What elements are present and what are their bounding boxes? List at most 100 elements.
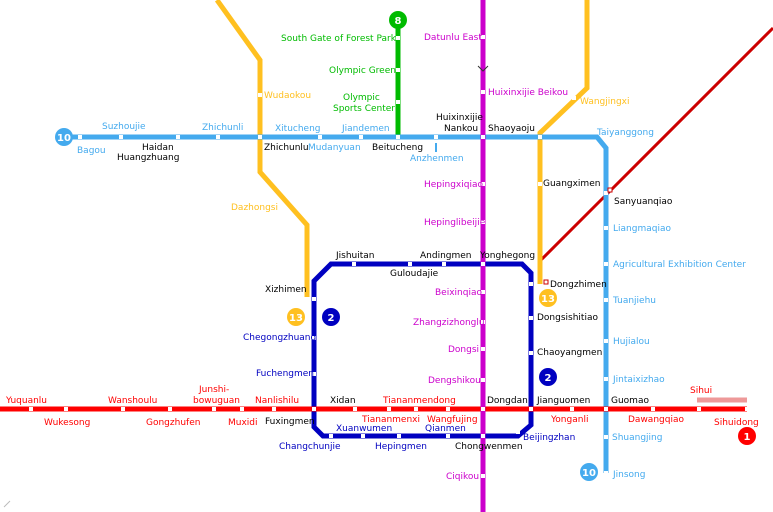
corner-grip-icon <box>3 500 11 508</box>
station-label: Hepingxiqiao <box>424 180 483 190</box>
svg-text:2: 2 <box>328 313 335 324</box>
station-label: Huangzhuang <box>117 153 179 163</box>
line-10 <box>64 134 609 473</box>
station-marker <box>387 407 391 411</box>
station-label: Hepinglibeijie <box>424 218 486 228</box>
station-marker <box>572 96 576 100</box>
station-label: Olympic Green <box>329 66 396 76</box>
svg-text:13: 13 <box>289 313 303 324</box>
station-marker <box>277 205 281 209</box>
line-8-labels: South Gate of Forest Park Olympic Green … <box>281 34 397 114</box>
svg-text:2: 2 <box>545 373 552 384</box>
line-5-labels: Datunlu East Huixinxijie Beikou Hepingxi… <box>413 33 568 482</box>
station-label: Yuquanlu <box>5 396 47 406</box>
station-marker <box>119 135 123 139</box>
station-marker <box>272 407 276 411</box>
badge-line-2-east: 2 <box>539 368 557 386</box>
station-marker <box>538 182 542 186</box>
station-marker <box>442 262 446 266</box>
station-marker <box>516 430 520 434</box>
station-label: Jianguomen <box>536 396 590 406</box>
station-marker <box>529 316 533 320</box>
badge-line-1: 1 <box>738 427 756 445</box>
station-marker <box>78 135 82 139</box>
station-label: Guomao <box>611 396 649 406</box>
station-marker <box>481 290 485 294</box>
station-marker <box>745 407 749 411</box>
station-marker <box>481 90 485 94</box>
station-marker <box>212 407 216 411</box>
station-marker <box>329 434 333 438</box>
station-marker <box>651 407 655 411</box>
station-label: Dongzhimen <box>550 280 607 290</box>
station-label: Guloudajie <box>390 269 439 279</box>
badge-line-13-west: 13 <box>287 308 305 326</box>
station-marker <box>446 407 450 411</box>
station-label: Anzhenmen <box>410 154 464 164</box>
station-label: Yonganli <box>550 415 588 425</box>
station-markers <box>29 35 749 478</box>
station-label: Mudanyuan <box>308 143 361 153</box>
station-label: Shaoyaoju <box>488 124 535 134</box>
station-marker <box>604 377 608 381</box>
station-label: Haidan <box>142 143 174 153</box>
station-label: Sihuidong <box>714 418 759 428</box>
station-label: South Gate of Forest Park <box>281 34 397 44</box>
station-marker <box>604 407 608 411</box>
station-marker <box>481 135 485 139</box>
station-marker <box>168 407 172 411</box>
station-marker <box>121 407 125 411</box>
station-label: Liangmaqiao <box>613 224 671 234</box>
airport-line <box>538 26 773 283</box>
station-marker <box>318 135 322 139</box>
station-label: Bagou <box>77 146 106 156</box>
station-marker <box>481 434 485 438</box>
station-label: Junshi- <box>198 385 229 395</box>
station-label: Jiandemen <box>341 124 390 134</box>
svg-text:8: 8 <box>395 16 402 27</box>
station-label: Dongdan <box>487 396 528 406</box>
station-label: Xuanwumen <box>336 424 392 434</box>
station-label: Dawangqiao <box>628 415 684 425</box>
station-label: Tiananmendong <box>382 396 456 406</box>
station-marker <box>481 35 485 39</box>
station-marker <box>481 378 485 382</box>
station-label: Wukesong <box>44 418 90 428</box>
station-label: Guangximen <box>543 179 600 189</box>
station-label: Dongsishitiao <box>537 313 598 323</box>
station-marker <box>604 226 608 230</box>
station-label: Zhangzizhonglu <box>413 318 485 328</box>
line-13-labels: Wudaokou Dazhongsi Wangjingxi <box>231 91 630 213</box>
station-label: Zhichunli <box>202 123 243 133</box>
station-label: Sanyuanqiao <box>614 197 673 207</box>
station-marker <box>481 182 485 186</box>
station-label: Dongsi <box>448 345 479 355</box>
station-label: Wudaokou <box>264 91 311 101</box>
station-label: Chegongzhuang <box>243 333 316 343</box>
station-marker <box>604 191 608 195</box>
station-label: Suzhoujie <box>102 122 146 132</box>
station-label: Ciqikou <box>446 472 479 482</box>
station-marker <box>240 407 244 411</box>
station-label: Nanlishilu <box>255 396 299 406</box>
badge-line-2-west: 2 <box>322 308 340 326</box>
line-2-labels: Chegongzhuang Fuchengmen Changchunjie Xu… <box>243 333 575 452</box>
station-label: Xidan <box>330 396 356 406</box>
station-marker <box>396 68 400 72</box>
station-label: Sihui <box>690 386 712 396</box>
line-2-loop <box>311 261 534 439</box>
station-marker <box>446 434 450 438</box>
station-marker <box>604 339 608 343</box>
station-marker <box>396 135 400 139</box>
station-marker <box>312 336 316 340</box>
station-label: Hujialou <box>613 337 650 347</box>
station-marker <box>361 434 365 438</box>
station-marker <box>434 135 438 139</box>
badge-line-8: 8 <box>389 11 407 29</box>
station-label: Changchunjie <box>279 442 341 452</box>
station-label: Andingmen <box>420 251 472 261</box>
station-marker <box>258 93 262 97</box>
transfer-labels: Jishuitan Andingmen Guloudajie Yonghegon… <box>117 113 673 452</box>
